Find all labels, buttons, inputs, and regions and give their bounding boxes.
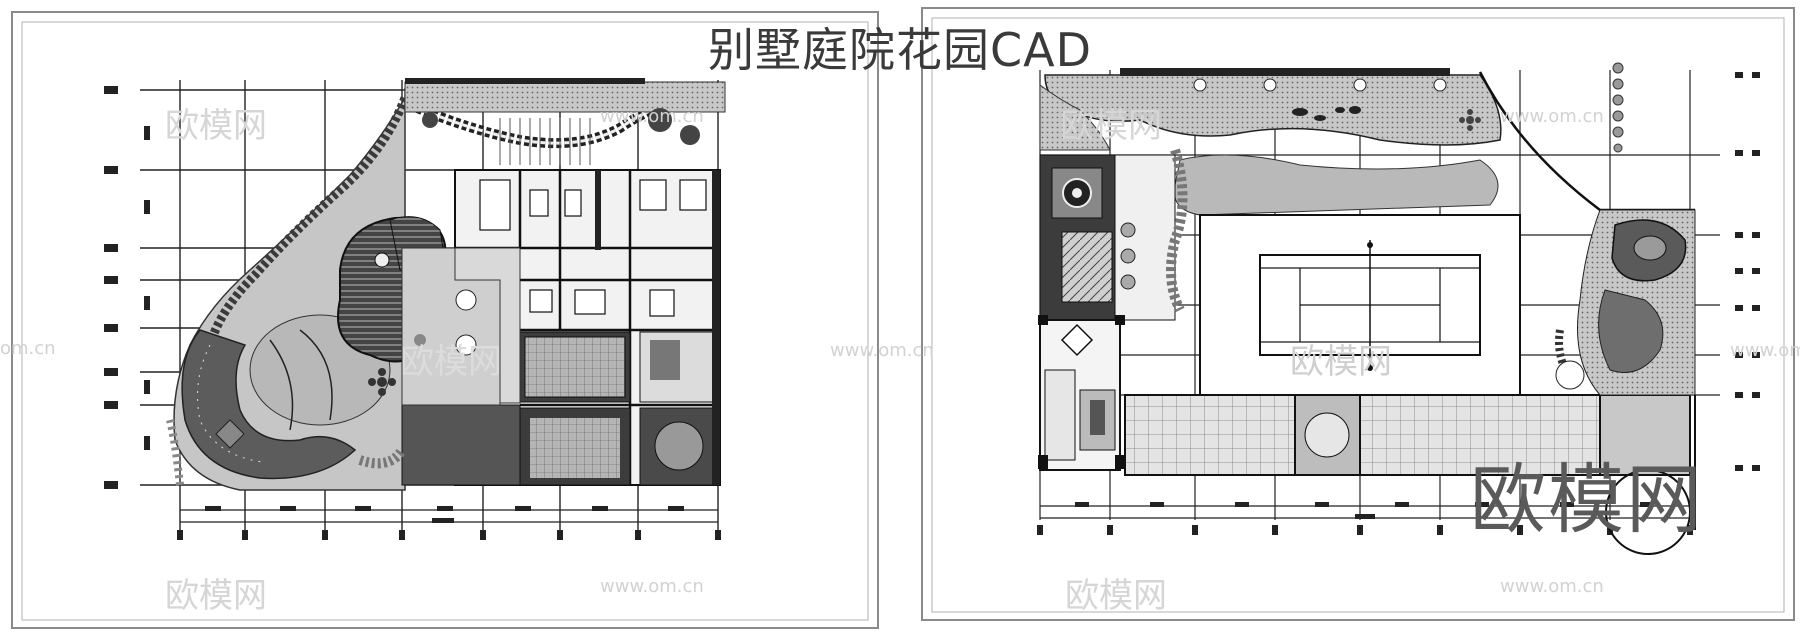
watermark-url-4: www.om.cn	[1500, 106, 1604, 127]
watermark-brand-2: 欧模网	[400, 342, 502, 382]
page-title: 别墅庭院花园CAD	[707, 23, 1092, 77]
flower-icon	[368, 368, 396, 396]
watermark-url-3: www.om.cn	[830, 340, 934, 361]
left-plan	[11, 11, 879, 629]
watermark-url-1: www.om.cn	[600, 106, 704, 127]
watermark-brand-1: 欧模网	[165, 106, 267, 146]
watermark-brand-3: 欧模网	[1060, 106, 1162, 146]
watermark-brand-4: 欧模网	[1290, 342, 1392, 382]
brand-watermark-large: 欧模网	[1470, 455, 1704, 544]
watermark-brand-5: 欧模网	[165, 576, 267, 616]
watermark-brand-6: 欧模网	[1065, 576, 1167, 616]
left-sheet-frame	[11, 11, 879, 629]
watermark-url-7: www.om.cn	[1500, 576, 1604, 597]
right-sheet-frame	[921, 7, 1795, 621]
right-plan	[921, 7, 1795, 621]
watermark-url-5: www.om.cn	[1730, 340, 1800, 361]
watermark-url-2: om.cn	[0, 338, 56, 359]
flower-icon	[1459, 109, 1481, 131]
watermark-url-6: www.om.cn	[600, 576, 704, 597]
